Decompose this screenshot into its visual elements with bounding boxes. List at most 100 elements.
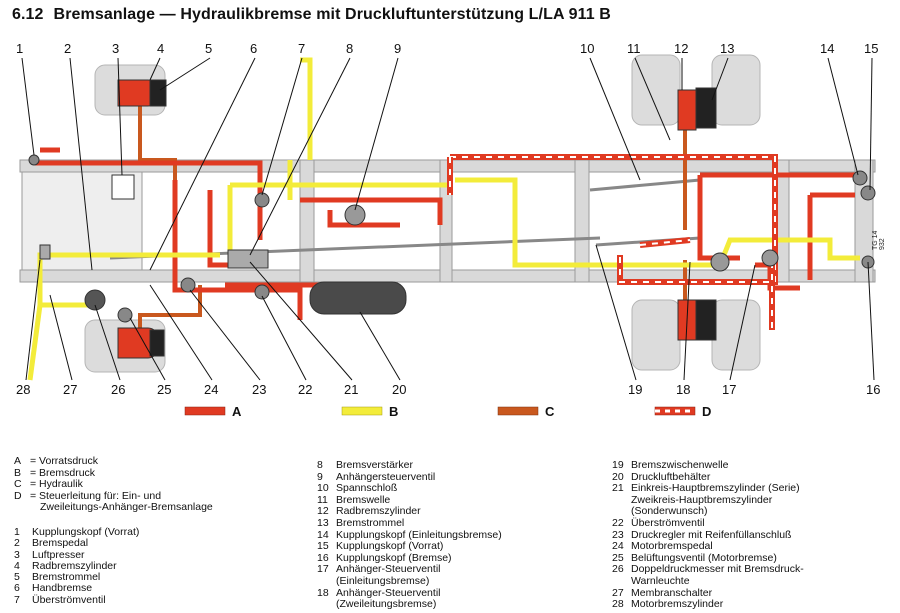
legend-key-b: B bbox=[389, 404, 398, 419]
brake-drum-icon bbox=[149, 79, 167, 107]
legend-key-d: D bbox=[702, 404, 711, 419]
list-item: (Zweileitungsbremse) bbox=[336, 598, 437, 611]
callout-12: 12 bbox=[674, 41, 688, 56]
leader-lines bbox=[21, 57, 875, 381]
trailer-control-lines bbox=[447, 154, 778, 330]
callout-10: 10 bbox=[580, 41, 594, 56]
callout-9: 9 bbox=[394, 41, 401, 56]
dual-gauge-icon bbox=[84, 289, 106, 311]
line-legend: A B C D bbox=[184, 404, 711, 419]
section-number: 6.12 bbox=[12, 6, 44, 23]
overflow-valve-icon bbox=[254, 192, 270, 208]
callout-26: 26 bbox=[111, 382, 125, 397]
callouts-top: 1 2 3 4 5 6 7 8 9 10 11 12 13 14 15 bbox=[16, 41, 878, 56]
callout-13: 13 bbox=[720, 41, 734, 56]
air-tank-icon bbox=[309, 281, 407, 315]
trailer-control-valve-icon bbox=[344, 204, 366, 226]
rear-right-drum-icon bbox=[695, 299, 717, 341]
callout-23: 23 bbox=[252, 382, 266, 397]
air-compressor-icon bbox=[111, 174, 135, 200]
list-item: Zweileitungs-Anhänger-Bremsanlage bbox=[40, 501, 213, 514]
coupling-head-icon bbox=[852, 170, 868, 186]
callouts-bottom: 28 27 26 25 24 23 22 21 20 19 18 17 16 bbox=[16, 382, 880, 397]
callout-21: 21 bbox=[344, 382, 358, 397]
list-item: C= Hydraulik bbox=[14, 478, 83, 491]
hydraulic-lines bbox=[138, 95, 687, 345]
legend-key-a: A bbox=[232, 404, 242, 419]
callout-3: 3 bbox=[112, 41, 119, 56]
brake-shafts bbox=[109, 178, 701, 260]
list-item: D= Steuerleitung für: Ein- und bbox=[14, 489, 162, 502]
front-right-cylinder-icon bbox=[677, 89, 697, 131]
callout-28: 28 bbox=[16, 382, 30, 397]
coupling-head-2-icon bbox=[860, 185, 876, 201]
callout-22: 22 bbox=[298, 382, 312, 397]
callout-16: 16 bbox=[866, 382, 880, 397]
list-item: Zweikreis-Hauptbremszylinder bbox=[631, 493, 773, 506]
brake-booster-icon bbox=[227, 249, 269, 269]
list-item: (Einleitungsbremse) bbox=[336, 574, 430, 587]
legend-key-c: C bbox=[545, 404, 555, 419]
title-text: Bremsanlage — Hydraulikbremse mit Druckl… bbox=[53, 6, 611, 23]
callout-19: 19 bbox=[628, 382, 642, 397]
callout-8: 8 bbox=[346, 41, 353, 56]
callout-4: 4 bbox=[157, 41, 164, 56]
list-item: A= Vorratsdruck bbox=[14, 455, 98, 467]
trailer-valve-1-icon bbox=[761, 249, 779, 267]
ventilation-valve-icon bbox=[117, 307, 133, 323]
callout-6: 6 bbox=[250, 41, 257, 56]
wheels bbox=[84, 54, 761, 373]
callout-15: 15 bbox=[864, 41, 878, 56]
overflow-valve-2-icon bbox=[254, 284, 270, 300]
components bbox=[28, 79, 876, 359]
coupling-head-front-icon bbox=[28, 154, 40, 166]
callout-5: 5 bbox=[205, 41, 212, 56]
callout-11: 11 bbox=[627, 41, 641, 56]
legend-swatch-a bbox=[184, 406, 226, 416]
callout-1: 1 bbox=[16, 41, 23, 56]
list-item: B= Bremsdruck bbox=[14, 466, 96, 479]
page-title: 6.12 Bremsanlage — Hydraulikbremse mit Dr… bbox=[12, 6, 611, 24]
rear-left-drum-icon bbox=[149, 329, 165, 357]
callout-25: 25 bbox=[157, 382, 171, 397]
front-right-drum-icon bbox=[695, 87, 717, 129]
legend-swatch-c bbox=[497, 406, 539, 416]
callout-17: 17 bbox=[722, 382, 736, 397]
callout-18: 18 bbox=[676, 382, 690, 397]
list-item: (Sonderwunsch) bbox=[631, 505, 708, 518]
callout-7: 7 bbox=[298, 41, 305, 56]
callout-14: 14 bbox=[820, 41, 834, 56]
trailer-valve-2-icon bbox=[710, 252, 730, 272]
legend-swatch-b bbox=[341, 406, 383, 416]
callout-24: 24 bbox=[204, 382, 218, 397]
drawing-code: TG 14 932 bbox=[872, 230, 886, 250]
